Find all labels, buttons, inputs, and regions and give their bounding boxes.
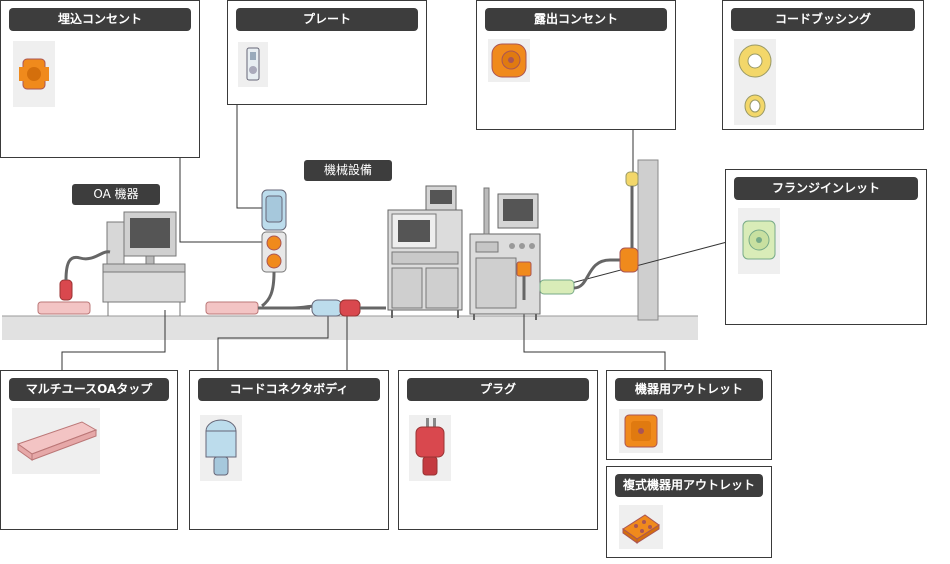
floor (2, 316, 698, 340)
computer-illustration (102, 211, 186, 316)
multi-equipment-outlet-image (619, 505, 663, 549)
flange-inlet-title: フランジインレット (734, 177, 918, 200)
machine-1-illustration (387, 185, 463, 318)
equipment-outlet-title: 機器用アウトレット (615, 378, 763, 401)
equipment-outlet-image (619, 409, 663, 453)
embedded-outlet-title: 埋込コンセント (9, 8, 191, 31)
exposed-outlet-title: 露出コンセント (485, 8, 667, 31)
plate-image (238, 42, 268, 87)
pillar-plug-illustration (619, 171, 639, 273)
cord-connector-body-box[interactable]: コードコネクタボディ (189, 370, 389, 530)
embedded-outlet-box[interactable]: 埋込コンセント (0, 0, 200, 158)
plug-image (409, 415, 451, 481)
cord-bushing-image (734, 39, 776, 125)
multi-use-oa-tap-title: マルチユースOAタップ (9, 378, 169, 401)
oa-equipment-label: OA 機器 (72, 184, 160, 205)
multi-use-oa-tap-box[interactable]: マルチユースOAタップ (0, 370, 178, 530)
plug-box[interactable]: プラグ (398, 370, 598, 530)
embedded-outlet-image (13, 41, 55, 107)
multi-equipment-outlet-box[interactable]: 複式機器用アウトレット (606, 466, 772, 558)
flange-inlet-image (738, 208, 780, 274)
flange-inlet-box[interactable]: フランジインレット (725, 169, 927, 325)
cord-bushing-title: コードブッシング (731, 8, 915, 31)
connector-illustration (292, 299, 386, 317)
machine-2-illustration (469, 187, 620, 320)
multi-equipment-outlet-title: 複式機器用アウトレット (615, 474, 763, 497)
exposed-outlet-box[interactable]: 露出コンセント (476, 0, 676, 130)
wall-pillar (637, 159, 659, 321)
cord-connector-body-image (200, 415, 242, 481)
equipment-outlet-box[interactable]: 機器用アウトレット (606, 370, 772, 460)
exposed-outlet-image (488, 39, 530, 82)
multi-use-oa-tap-image (12, 408, 100, 474)
machinery-label: 機械設備 (304, 160, 392, 181)
plate-title: プレート (236, 8, 418, 31)
cord-bushing-box[interactable]: コードブッシング (722, 0, 924, 130)
plate-outlet-illustration (261, 189, 287, 308)
cord-connector-body-title: コードコネクタボディ (198, 378, 380, 401)
oa-tap-illustration (37, 250, 111, 315)
plate-box[interactable]: プレート (227, 0, 427, 105)
plug-title: プラグ (407, 378, 589, 401)
